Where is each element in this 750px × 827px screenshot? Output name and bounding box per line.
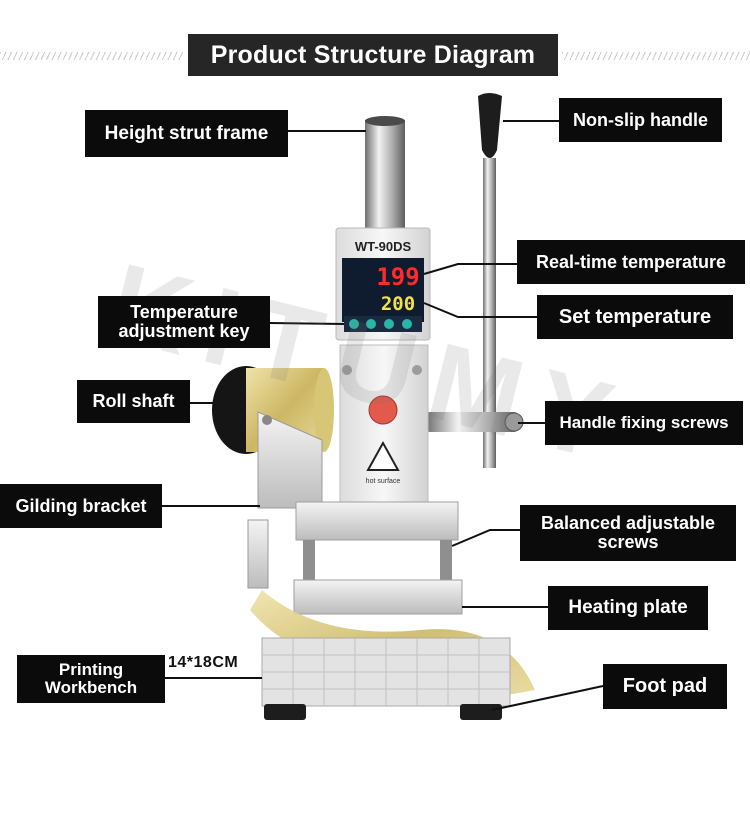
- page-title: Product Structure Diagram: [188, 34, 558, 76]
- adjust-key-set: [349, 319, 359, 329]
- real-time-readout: 199: [376, 263, 419, 291]
- no-touch-hand-icon: [368, 395, 398, 425]
- workbench-size-note: 14*18CM: [168, 654, 239, 671]
- handle-fixing-bar: [426, 412, 518, 432]
- leader-foot-pad: [491, 685, 604, 711]
- label-roll-shaft: Roll shaft: [77, 380, 190, 423]
- label-temperature-adjustment-key: Temperature adjustment key: [98, 296, 270, 348]
- leader-set-temp: [423, 302, 537, 318]
- temperature-display: [342, 258, 424, 322]
- label-balanced-adjustable-screws: Balanced adjustable screws: [520, 505, 736, 561]
- left-adjust-screw: [303, 540, 315, 586]
- label-heating-plate: Heating plate: [548, 586, 708, 630]
- adjust-key-shift: [366, 319, 376, 329]
- leader-adjust-screws: [451, 529, 520, 547]
- left-foot-pad: [264, 704, 306, 720]
- label-set-temperature: Set temperature: [537, 295, 733, 339]
- height-strut-column: [365, 120, 405, 235]
- hot-warning-icon: [366, 440, 400, 471]
- label-height-strut-frame: Height strut frame: [85, 110, 288, 157]
- label-gilding-bracket: Gilding bracket: [0, 484, 162, 528]
- right-adjust-screw: [440, 540, 452, 586]
- leader-real-time: [423, 263, 517, 275]
- handle-rod: [483, 158, 496, 468]
- hot-surface-text: hot surface: [366, 478, 401, 485]
- label-real-time-temperature: Real-time temperature: [517, 240, 745, 284]
- title-left-hatch: [0, 52, 184, 60]
- adjust-key-up: [402, 319, 412, 329]
- label-printing-workbench: Printing Workbench: [17, 655, 165, 703]
- right-foot-pad: [460, 704, 502, 720]
- label-non-slip-handle: Non-slip handle: [559, 98, 722, 142]
- label-foot-pad: Foot pad: [603, 664, 727, 709]
- strut-top-cap: [365, 116, 405, 126]
- leader-adjust-key: [269, 322, 345, 325]
- upper-press-plate: [295, 501, 459, 541]
- set-readout: 200: [381, 293, 415, 315]
- title-right-hatch: [562, 52, 750, 60]
- handle-grip: [478, 93, 502, 158]
- adjust-key-down: [384, 319, 394, 329]
- model-label: WT-90DS: [355, 239, 412, 254]
- label-handle-fixing-screws: Handle fixing screws: [545, 401, 743, 445]
- heating-plate-block: [293, 579, 463, 615]
